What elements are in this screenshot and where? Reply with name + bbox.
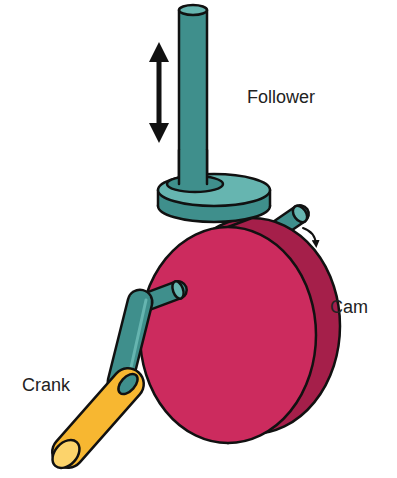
label-box: Follower xyxy=(247,87,315,109)
part-label: Follower xyxy=(247,87,315,107)
follower-disc xyxy=(158,150,270,222)
part-label: Cam xyxy=(330,297,368,317)
follower-rod xyxy=(179,5,207,186)
label-box: Cam xyxy=(330,297,368,319)
cam-disc xyxy=(140,218,340,443)
label-box: Crank xyxy=(22,375,70,397)
part-label: Crank xyxy=(22,375,70,395)
motion-arrow xyxy=(157,52,162,133)
